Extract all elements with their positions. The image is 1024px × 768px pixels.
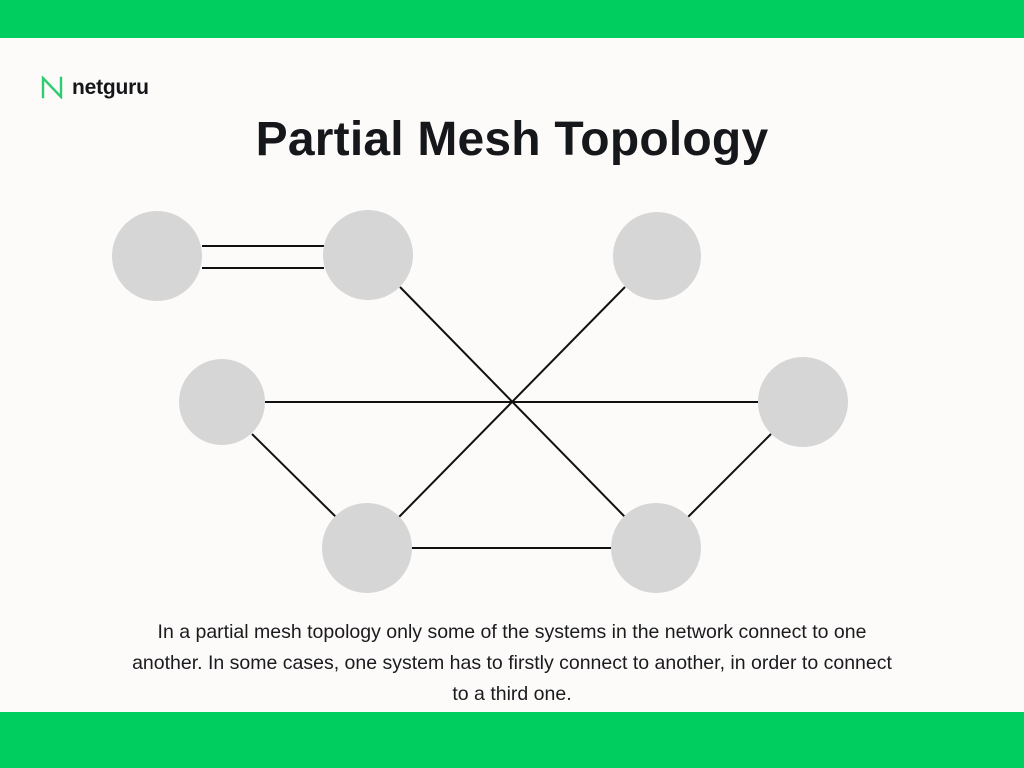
edge-ml-bl: [251, 433, 337, 518]
diagram-nodes-group: [112, 210, 848, 593]
caption-text: In a partial mesh topology only some of …: [132, 621, 892, 705]
brand-logo: netguru: [41, 72, 149, 102]
edge-mr-br: [687, 433, 772, 518]
bottom-accent-band: [0, 712, 1024, 768]
node-top-left: [112, 211, 202, 301]
node-middle-left: [179, 359, 265, 445]
node-bottom-right: [611, 503, 701, 593]
node-top-right: [613, 212, 701, 300]
node-top-middle: [323, 210, 413, 300]
network-topology-diagram: [112, 210, 848, 593]
top-accent-band: [0, 0, 1024, 38]
brand-name: netguru: [72, 75, 149, 99]
node-bottom-left: [322, 503, 412, 593]
node-middle-right: [758, 357, 848, 447]
page-title: Partial Mesh Topology: [255, 113, 769, 166]
diagram-edges-group: [202, 245, 772, 549]
netguru-logo-icon: [41, 75, 63, 99]
